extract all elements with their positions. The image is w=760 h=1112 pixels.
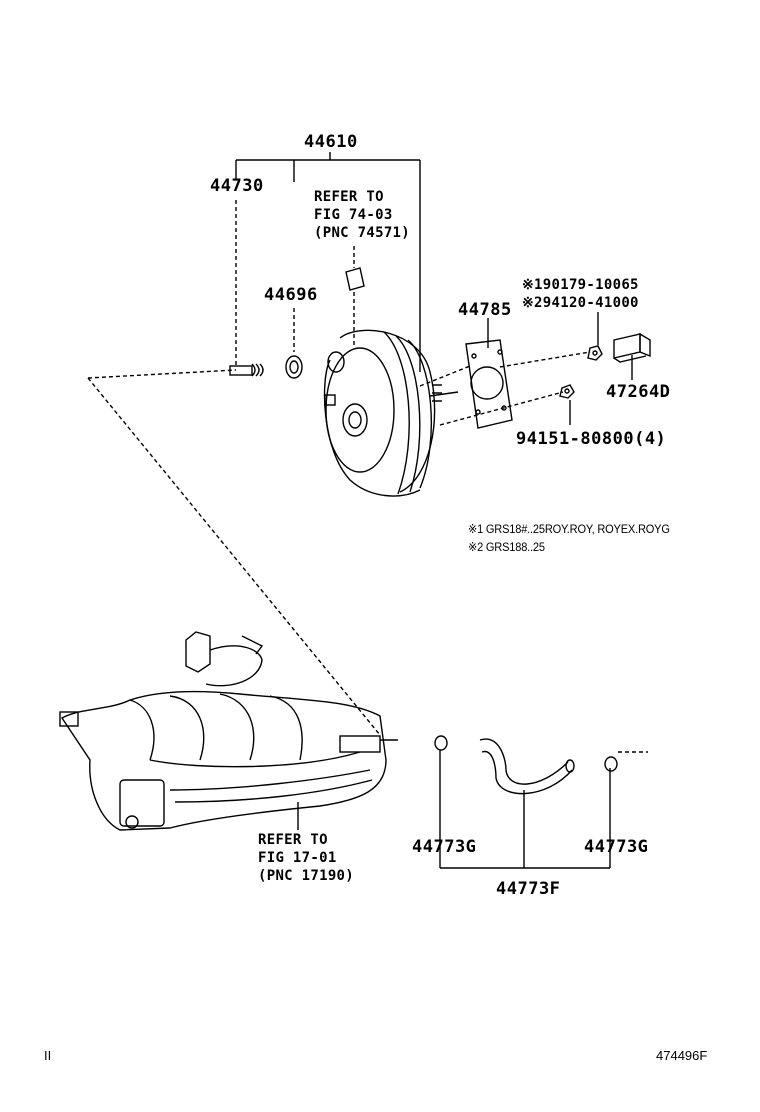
label-94151: 94151-80800(4) [516, 429, 667, 449]
hose-clamp-right-icon [604, 756, 618, 772]
label-44610: 44610 [304, 132, 358, 152]
booster-assy-leader [235, 152, 421, 372]
footer-left-mark: II [44, 1048, 52, 1063]
gasket-icon [465, 339, 513, 429]
label-44773g-left: 44773G [412, 837, 477, 857]
solid-leaders [297, 312, 633, 869]
label-nut-marked-2: ※294120-41000 [522, 295, 639, 311]
refer-booster-line-1: REFER TO [314, 189, 384, 205]
check-valve-icon [229, 363, 264, 377]
label-44730: 44730 [210, 176, 264, 196]
label-44773g-right: 44773G [584, 837, 649, 857]
label-44785: 44785 [458, 300, 512, 320]
refer-booster-line-2: FIG 74-03 [314, 207, 393, 223]
applicability-note-2: ※2 GRS188..25 [468, 540, 545, 554]
grommet-icon [285, 355, 303, 379]
intake-manifold-icon [59, 631, 398, 831]
label-nut-marked-1: ※190179-10065 [522, 277, 639, 293]
figure-code: 474496F [656, 1048, 708, 1063]
applicability-note-1: ※1 GRS18#..25ROY.ROY, ROYEX.ROYG [468, 522, 670, 536]
brake-booster-icon [323, 329, 459, 497]
nut-icon [587, 345, 603, 361]
refer-manifold-line-1: REFER TO [258, 832, 328, 848]
nut-4-icon [559, 384, 575, 399]
refer-manifold-line-2: FIG 17-01 [258, 850, 337, 866]
bracket-icon [613, 332, 651, 363]
vacuum-hose-icon [479, 738, 575, 795]
refer-manifold-line-3: (PNC 17190) [258, 868, 355, 884]
label-44773f: 44773F [496, 879, 561, 899]
label-plate-icon [345, 267, 365, 291]
label-44696: 44696 [264, 285, 318, 305]
refer-booster-line-3: (PNC 74571) [314, 225, 411, 241]
label-47264d: 47264D [606, 382, 671, 402]
hose-clamp-left-icon [434, 735, 448, 751]
